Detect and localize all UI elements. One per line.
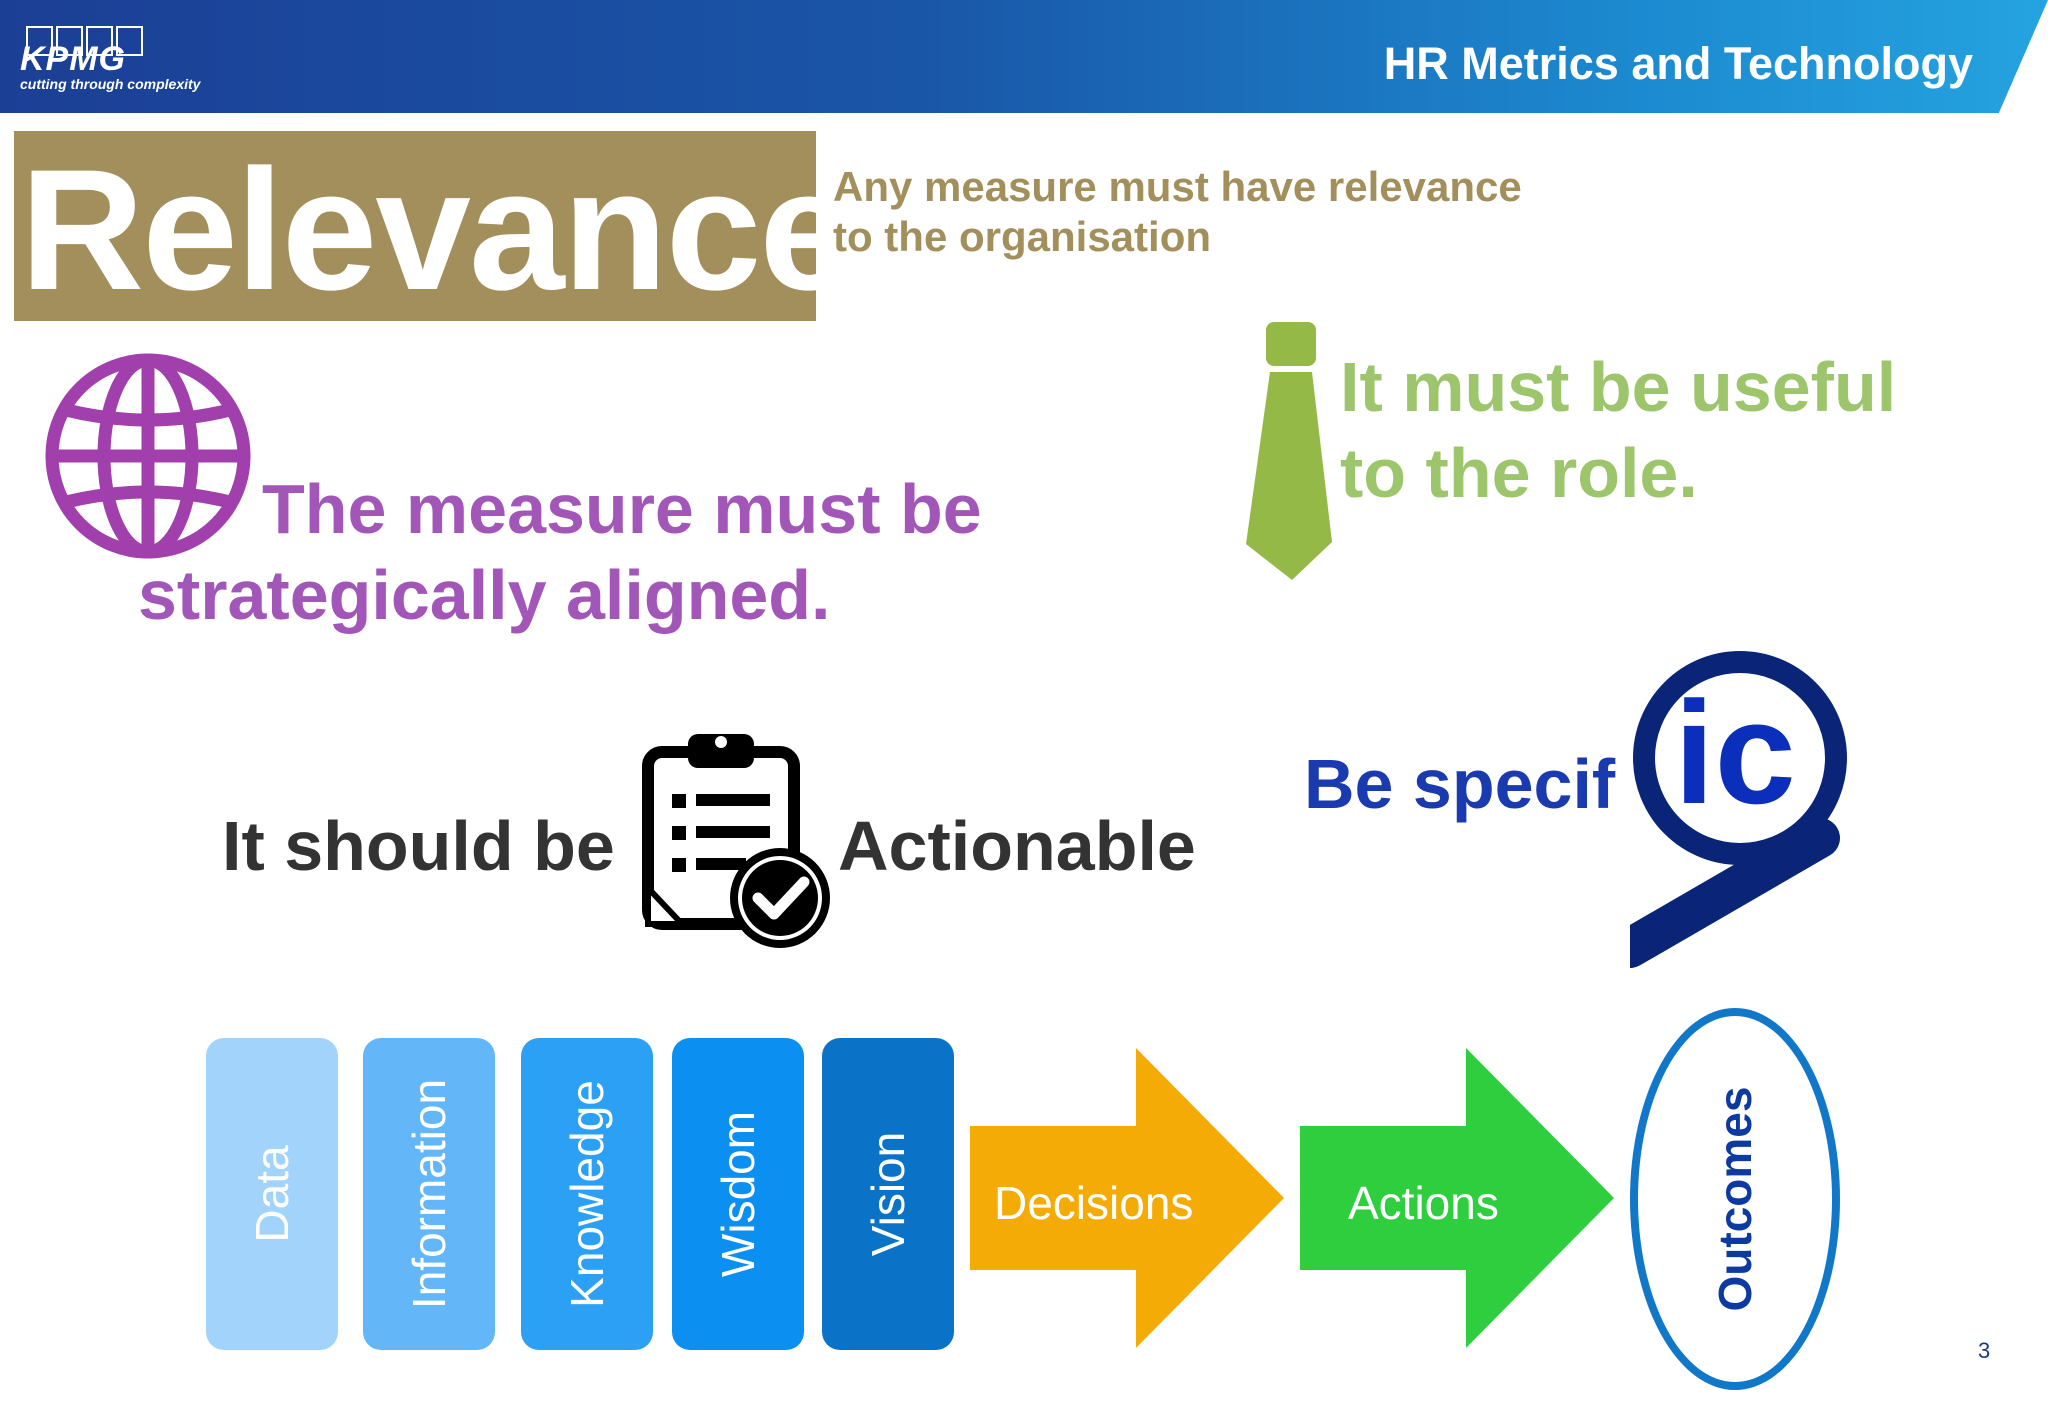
relevance-heading: Relevance <box>20 134 855 326</box>
magnifier-icon <box>1630 651 1847 968</box>
outcomes-label: Outcomes <box>1709 1086 1761 1312</box>
kpmg-logo-boxes <box>26 26 143 56</box>
logo-box <box>86 26 113 56</box>
wisdom-step: Wisdom <box>672 1038 804 1350</box>
logo-box <box>26 26 53 56</box>
data-step: Data <box>206 1038 338 1350</box>
logo-box <box>56 26 83 56</box>
knowledge-step: Knowledge <box>521 1038 653 1350</box>
useful-to-role-text: It must be useful to the role. <box>1340 348 1897 512</box>
clipboard-check-icon <box>642 734 830 948</box>
actions-label: Actions <box>1348 1177 1499 1229</box>
information-step: Information <box>363 1038 495 1350</box>
relevance-subtitle: Any measure must have relevance to the o… <box>833 163 1522 260</box>
outcomes-ring <box>1630 1008 1840 1390</box>
necktie-icon <box>1246 322 1332 580</box>
kpmg-logo: KPMG <box>20 40 126 78</box>
wisdom-label: Wisdom <box>712 1110 764 1278</box>
actionable-text: Actionable <box>838 807 1196 885</box>
be-specific-text: Be specif <box>1304 745 1616 823</box>
vision-step: Vision <box>822 1038 954 1350</box>
page-number: 3 <box>1978 1338 1991 1363</box>
decisions-label: Decisions <box>994 1177 1194 1229</box>
actions-arrow <box>1300 1048 1614 1348</box>
data-label: Data <box>246 1145 298 1243</box>
vision-label: Vision <box>862 1131 914 1257</box>
knowledge-label: Knowledge <box>561 1080 613 1308</box>
strategic-aligned-text: The measure must be strategically aligne… <box>138 470 982 634</box>
specific-ic-text: ic <box>1674 671 1796 834</box>
header-bar: KPMG cutting through complexity HR Metri… <box>0 0 2048 113</box>
logo-tagline: cutting through complexity <box>20 76 201 92</box>
should-be-text: It should be <box>222 807 615 885</box>
globe-icon <box>45 353 251 559</box>
relevance-banner <box>14 131 816 321</box>
decisions-arrow <box>970 1048 1284 1348</box>
information-label: Information <box>403 1078 455 1310</box>
slide-header-title: HR Metrics and Technology <box>1383 38 1973 89</box>
logo-box <box>116 26 143 56</box>
